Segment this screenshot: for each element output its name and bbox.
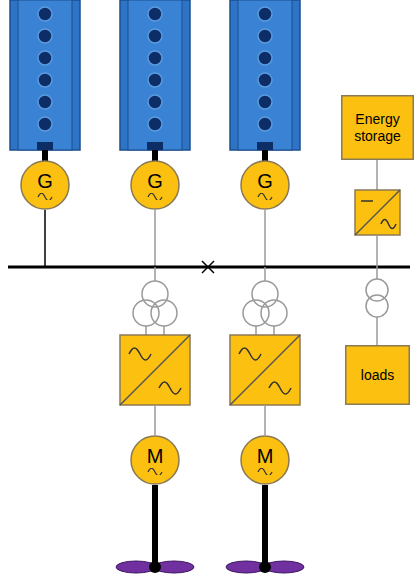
machine-circle: M [130,435,180,485]
engine-base [147,142,163,150]
engine-base [257,142,273,150]
three-winding-transformer [243,281,287,326]
engine-shaft [152,150,158,162]
cylinder-dots [148,7,162,131]
machine-circle: G [240,160,290,210]
ac-tilde-symbol [257,468,273,475]
two-winding-transformer [366,279,388,317]
diesel-engine [230,0,300,162]
bus-breaker [202,261,214,273]
propulsion-chain [116,267,194,573]
machine-circle: G [130,160,180,210]
equipment-box: Energy storage [341,95,414,160]
ac-tilde-symbol [147,193,163,200]
propeller-shaft [152,485,158,565]
equipment-label: loads [357,367,398,383]
cylinder-dots [38,7,52,131]
machine-circle: M [240,435,290,485]
propeller-hub [149,561,161,573]
engine-body [10,0,80,150]
cylinder-dots [258,7,272,131]
equipment-box: loads [345,345,410,405]
machine-letter: G [253,170,277,193]
propulsion-chain [226,267,304,573]
three-winding-transformer [133,281,177,326]
engine-block [128,0,182,150]
engine-block [18,0,72,150]
diesel-engine [10,0,80,162]
feeder-wire [154,210,156,267]
engine-body [120,0,190,150]
storage-chain [355,160,400,345]
feeder-wire [44,210,46,267]
feeder-wire [264,210,266,267]
ac-tilde-symbol [257,193,273,200]
engine-shaft [42,150,48,162]
ac-ac-converter [120,335,190,405]
machine-circle: G [20,160,70,210]
ac-ac-converter [230,335,300,405]
dc-ac-converter [355,190,400,235]
equipment-label: Energy storage [341,111,414,143]
diesel-engine [120,0,190,162]
machine-letter: M [253,445,278,468]
machine-letter: G [143,170,167,193]
engine-shaft [262,150,268,162]
propeller-shaft [262,485,268,565]
machine-letter: G [33,170,57,193]
ac-tilde-symbol [147,468,163,475]
engine-body [230,0,300,150]
propeller-hub [259,561,271,573]
engine-base [37,142,53,150]
ac-tilde-symbol [37,193,53,200]
engine-block [238,0,292,150]
machine-letter: M [143,445,168,468]
